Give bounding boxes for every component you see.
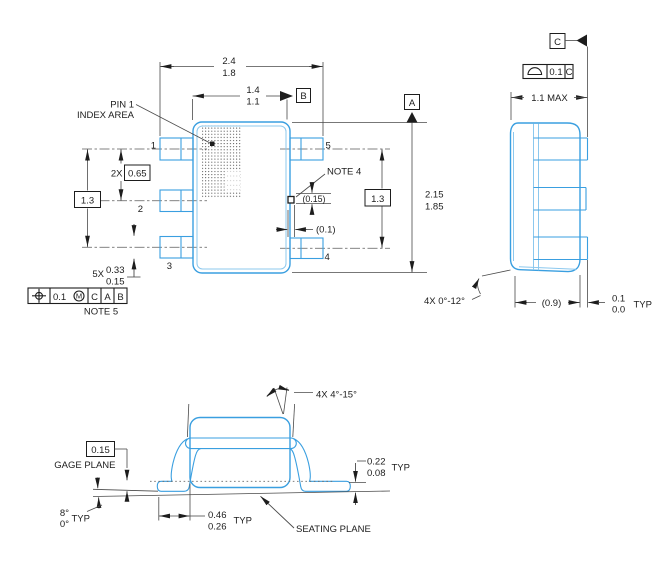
- dim-foot-angle-max: 8°: [60, 508, 69, 519]
- dim-lead-angle-value: 4X 4°-15°: [316, 389, 357, 400]
- front-lead-left: [156, 438, 201, 492]
- front-body: [156, 416, 351, 492]
- dim-thickness: 1.1 MAX: [510, 92, 588, 120]
- top-view: 2.4 1.8 B 1.4 1.1 PIN 1 INDEX AREA 1 2 3…: [27, 56, 444, 318]
- profile-fcf: 0.1 C: [522, 63, 574, 80]
- datum-b-triangle: [280, 91, 293, 101]
- profile-surface-symbol-icon: [527, 67, 543, 76]
- package-body: [192, 121, 291, 274]
- dim-total-height-min: 1.85: [425, 202, 444, 213]
- pin1-callout: PIN 1 INDEX AREA: [77, 99, 215, 146]
- dim-lead-width: 5X 0.33 0.15: [92, 224, 141, 287]
- dim-pin-span-left: 1.3: [74, 149, 101, 248]
- dim-standoff-suffix: TYP: [634, 299, 652, 310]
- dim-pin-span-right-value: 1.3: [371, 194, 384, 205]
- dim-feature-height: (0.15): [303, 194, 326, 204]
- side-view: C 0.1 C 1.1 MAX: [424, 33, 652, 315]
- position-symbol-icon: [32, 288, 46, 303]
- dim-pin-span-left-value: 1.3: [81, 195, 94, 206]
- seating-plane-line: [92, 490, 391, 497]
- position-fcf-datum1: C: [91, 292, 98, 303]
- dim-body-width-max: 1.4: [246, 85, 259, 96]
- note5-label: NOTE 5: [84, 307, 118, 318]
- side-leads: [533, 137, 589, 261]
- pin-number-4: 4: [325, 252, 330, 263]
- dim-standoff-max: 0.1: [612, 293, 625, 304]
- front-lead-right: [289, 438, 351, 492]
- dim-lead-thickness-suffix: TYP: [392, 462, 410, 473]
- pin-number-3: 3: [167, 261, 172, 272]
- mmc-modifier-icon: M: [73, 290, 85, 302]
- dim-feature-gap: (0.1): [316, 225, 336, 236]
- dim-body-depth: (0.9): [514, 275, 581, 309]
- dim-foot-angle-min: 0°: [60, 519, 69, 530]
- dim-thickness-value: 1.1 MAX: [531, 93, 568, 104]
- dim-pin-span-right: 1.3: [364, 149, 391, 249]
- side-body: [509, 122, 589, 273]
- dim-draft-angle-value: 4X 0°-12°: [424, 296, 465, 307]
- position-fcf-datum3: B: [117, 292, 123, 303]
- seating-plane-label: SEATING PLANE: [296, 524, 371, 535]
- seating-plane-callout: SEATING PLANE: [260, 495, 371, 535]
- dim-lead-width-min: 0.15: [106, 276, 125, 287]
- pin-number-5: 5: [326, 140, 331, 151]
- dim-foot-length-max: 0.46: [208, 510, 227, 521]
- dim-lead-thickness: 0.22 0.08 TYP: [349, 456, 410, 505]
- pin1-callout-line1: PIN 1: [110, 99, 134, 110]
- datum-c-triangle: [576, 34, 587, 47]
- dim-lead-width-max: 0.33: [106, 265, 125, 276]
- dim-pitch-value: 0.65: [128, 168, 147, 179]
- dim-lead-thickness-min: 0.08: [367, 468, 386, 479]
- dim-pitch: 2X 0.65: [111, 149, 151, 201]
- dim-total-height-max: 2.15: [425, 190, 444, 201]
- datum-b-label: B: [300, 91, 306, 102]
- position-fcf-tolerance: 0.1: [53, 292, 66, 303]
- dim-body-depth-value: (0.9): [542, 298, 562, 309]
- dim-total-height: A 2.15 1.85: [292, 94, 444, 273]
- dim-standoff: 0.1 0.0 TYP: [588, 293, 652, 315]
- dim-foot-length-min: 0.26: [208, 521, 227, 532]
- dim-standoff-min: 0.0: [612, 304, 625, 315]
- dim-gage: 0.15 GAGE PLANE: [54, 441, 130, 502]
- profile-fcf-tolerance: 0.1: [549, 67, 562, 78]
- dim-body-width: B 1.4 1.1: [192, 85, 311, 120]
- dim-lead-width-prefix: 5X: [92, 269, 104, 280]
- dim-lead-angle: 4X 4°-15°: [187, 384, 357, 438]
- dim-foot-angle-suffix: TYP: [72, 513, 90, 524]
- dim-lead-thickness-max: 0.22: [367, 456, 386, 467]
- dim-total-width-min: 1.8: [222, 68, 235, 79]
- datum-a-triangle: [406, 112, 418, 123]
- dim-draft-angle: 4X 0°-12°: [424, 269, 511, 307]
- position-fcf: 0.1 M C A B: [27, 287, 128, 305]
- front-view: 4X 4°-15° 0.15 GAGE PLANE 8°: [54, 384, 410, 535]
- note4-feature: NOTE 4 (0.15) (0.1): [276, 167, 361, 237]
- datum-c-label: C: [554, 37, 561, 48]
- dim-foot-angle: 8° 0° TYP: [60, 477, 103, 530]
- datum-c: C: [549, 33, 587, 49]
- dim-gage-value: 0.15: [91, 445, 110, 456]
- dim-total-width-max: 2.4: [222, 56, 235, 67]
- dim-body-width-min: 1.1: [246, 97, 259, 108]
- dim-foot-length: 0.46 0.26 TYP: [158, 483, 252, 532]
- gage-plane-label: GAGE PLANE: [54, 460, 115, 471]
- position-fcf-datum2: A: [104, 292, 111, 303]
- note4-label: NOTE 4: [327, 167, 361, 178]
- dim-pitch-prefix: 2X: [111, 168, 123, 179]
- pin-number-2: 2: [138, 204, 143, 215]
- dim-foot-length-suffix: TYP: [234, 515, 252, 526]
- pin-number-1: 1: [151, 140, 156, 151]
- profile-fcf-datum: C: [566, 67, 573, 78]
- dim-total-width: 2.4 1.8: [159, 56, 324, 136]
- pin1-callout-line2: INDEX AREA: [77, 110, 135, 121]
- position-fcf-modifier: M: [76, 292, 82, 301]
- datum-a-label: A: [409, 98, 416, 109]
